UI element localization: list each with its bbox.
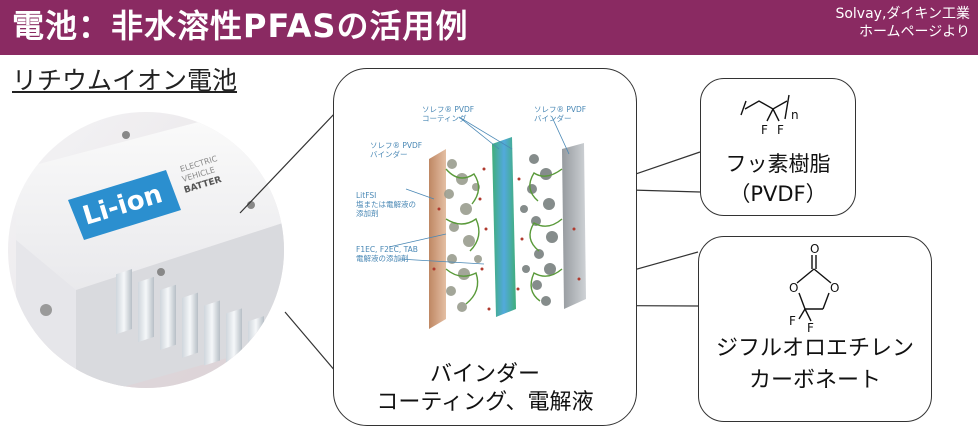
pvdf-atom-f2: F <box>777 123 784 137</box>
header-bar: 電池：非水溶性PFASの活用例 Solvay,ダイキン工業 ホームページより <box>0 0 978 55</box>
cell-structure-illustration <box>388 116 586 329</box>
pvdf-name: フッ素樹脂 （PVDF） <box>701 149 855 209</box>
source-note: Solvay,ダイキン工業 ホームページより <box>820 5 970 41</box>
pvdf-structure: n F F <box>740 94 799 137</box>
pvdf-box: n F F フッ素樹脂 （PVDF） <box>700 78 856 216</box>
dfec-atom-o-left: O <box>789 281 798 295</box>
pvdf-subscript-n: n <box>791 108 799 122</box>
caption-line-2: コーティング、電解液 <box>376 390 594 415</box>
dfec-atom-o-top: O <box>810 242 819 256</box>
label-pvdf-coating: ソレフ® PVDF コーティング <box>422 105 475 123</box>
caption-line-1: バインダー <box>429 362 540 387</box>
label-litfsi: LitFSI 塩または電解液の 添加剤 <box>356 191 416 218</box>
dfec-structure: O O O F F <box>789 242 839 333</box>
lion-label-bg <box>68 170 181 240</box>
label-pvdf-binder-left: ソレフ® PVDF バインダー <box>370 141 423 159</box>
dfec-atom-f1: F <box>789 314 796 328</box>
pvdf-name-line2: （PVDF） <box>729 182 827 206</box>
source-line-2: ホームページより <box>858 24 970 40</box>
dfec-name: ジフルオロエチレン カーボネート <box>699 333 931 397</box>
section-subtitle: リチウムイオン電池 <box>12 66 238 95</box>
label-pvdf-binder-right: ソレフ® PVDF バインダー <box>534 105 587 123</box>
cell-diagram-box: ソレフ® PVDF コーティング ソレフ® PVDF バインダー ソレフ® PV… <box>333 68 637 426</box>
label-f1ec: F1EC, F2EC, TAB 電解液の添加剤 <box>356 245 418 263</box>
source-line-1: Solvay,ダイキン工業 <box>835 6 970 22</box>
slide-title: 電池：非水溶性PFASの活用例 <box>12 7 469 45</box>
diagram-caption: バインダー コーティング、電解液 <box>334 361 636 417</box>
dfec-box: O O O F F ジフルオロエチレン カーボネート <box>698 236 932 422</box>
battery-photo: Li-ion ELECTRIC VEHICLE BATTER <box>8 112 284 388</box>
pvdf-atom-f1: F <box>761 123 768 137</box>
pvdf-name-line1: フッ素樹脂 <box>725 152 831 176</box>
dfec-atom-f2: F <box>807 321 814 333</box>
dfec-name-line2: カーボネート <box>748 368 881 393</box>
dfec-atom-o-right: O <box>830 281 839 295</box>
dfec-name-line1: ジフルオロエチレン <box>715 336 914 361</box>
